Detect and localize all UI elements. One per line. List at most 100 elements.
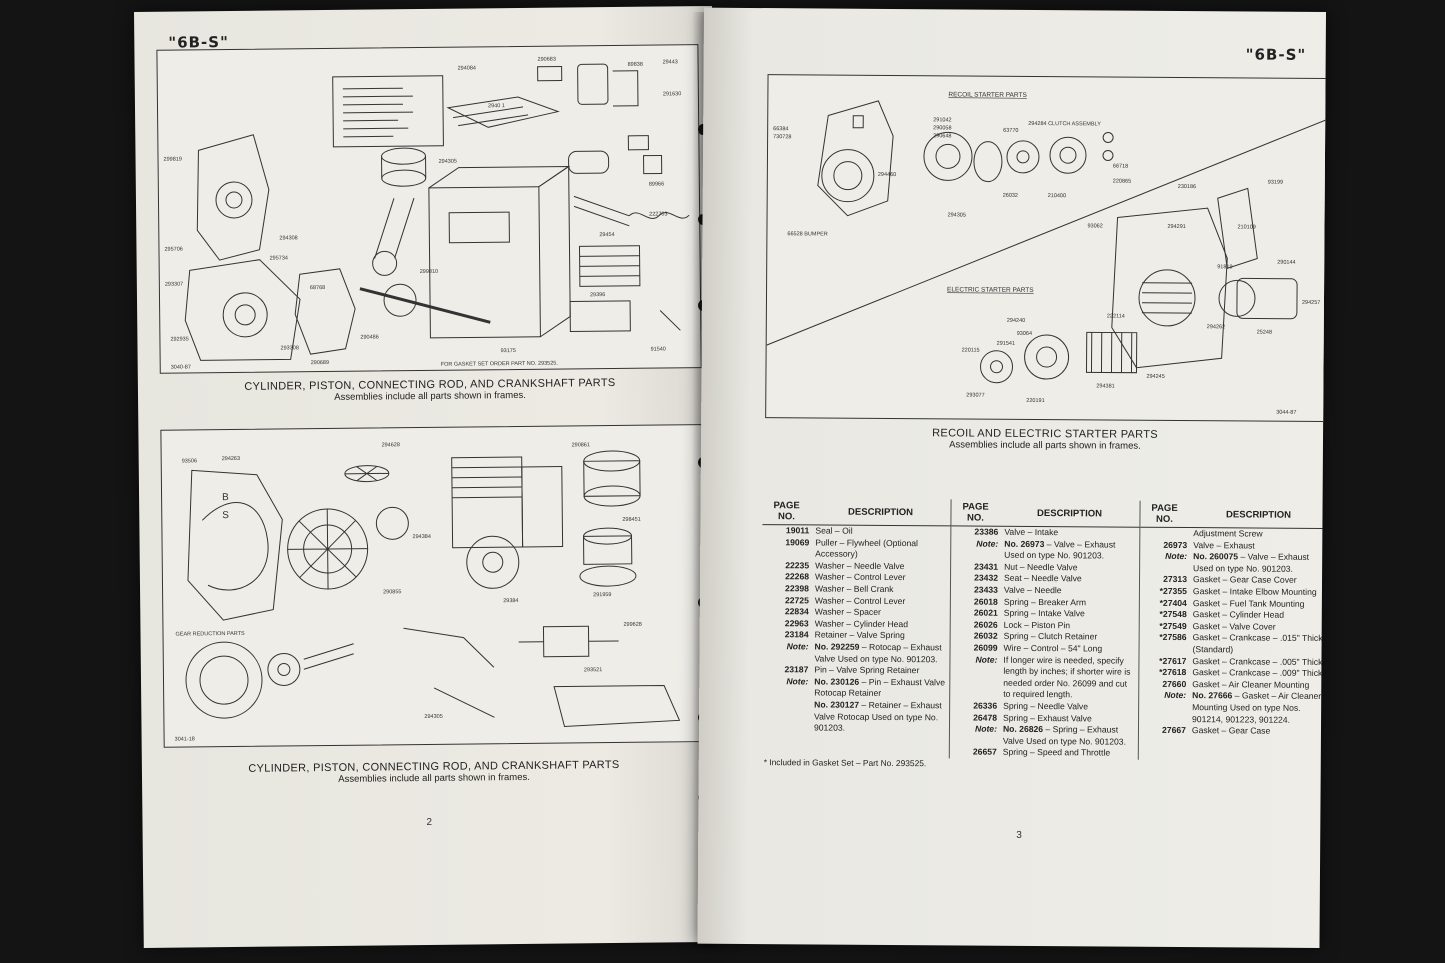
part-number: 26336 [973, 700, 998, 711]
part-reference: No. 26826 [1002, 723, 1046, 735]
svg-text:230186: 230186 [1178, 184, 1196, 190]
table-row: Note:No. 230126 – Pin – Exhaust Valve Ro… [764, 676, 946, 700]
table-row: Note:If longer wire is needed, specify l… [953, 654, 1135, 702]
part-description-text: If longer wire is needed, specify length… [1003, 654, 1131, 700]
figure1-note: FOR GASKET SET ORDER PART NO. 293525. [441, 361, 559, 368]
part-description-text: Nut – Needle Valve [1004, 561, 1078, 573]
svg-text:294308: 294308 [279, 235, 297, 241]
part-description: Gasket – Valve Cover [1193, 621, 1325, 634]
part-number: 27660 [1162, 678, 1187, 689]
part-reference: No. 26973 [1004, 538, 1047, 549]
part-description: No. 230127 – Retainer – Exhaust Valve Ro… [814, 699, 946, 735]
svg-text:210109: 210109 [1237, 224, 1255, 230]
svg-text:299810: 299810 [420, 269, 438, 275]
right-page-header: "6B-S" [1245, 45, 1307, 64]
figure1-caption-block: CYLINDER, PISTON, CONNECTING ROD, AND CR… [160, 376, 700, 405]
part-number: *27617 [1159, 655, 1187, 666]
svg-text:91819: 91819 [1217, 264, 1232, 270]
part-description-text: Spring – Speed and Throttle [1002, 747, 1111, 758]
svg-text:29454: 29454 [599, 232, 614, 238]
part-number: 22398 [785, 583, 809, 594]
part-description: Spring – Intake Valve [1004, 608, 1136, 621]
exploded-diagram-engine-top: 299819 294084 290683 89838 29443 291630 … [164, 57, 690, 371]
part-number: 23184 [784, 629, 809, 640]
part-number: Note: [974, 723, 998, 734]
svg-text:210400: 210400 [1048, 193, 1066, 199]
svg-text:299819: 299819 [164, 157, 182, 163]
part-description-text: Washer – Spacer [814, 606, 881, 618]
part-number: 26032 [973, 630, 998, 642]
exploded-diagram-engine-blower: B S [175, 442, 681, 743]
svg-text:220865: 220865 [1113, 179, 1131, 185]
part-number: 22235 [785, 560, 810, 571]
part-number: 26478 [973, 712, 998, 723]
electric-section-label: ELECTRIC STARTER PARTS [947, 286, 1034, 294]
part-number: 22963 [784, 617, 809, 629]
svg-text:298451: 298451 [622, 517, 640, 523]
part-description: Washer – Spacer [815, 607, 947, 620]
part-description-text: Puller – Flywheel (Optional Accessory) [815, 537, 919, 559]
part-reference: No. 260075 [1193, 551, 1241, 562]
part-description-text: Spring – Breaker Arm [1003, 596, 1087, 607]
svg-text:290144: 290144 [1277, 260, 1295, 266]
svg-text:295706: 295706 [164, 247, 182, 253]
part-number: 26018 [973, 596, 998, 607]
th-page-no-3: PAGE NO. [1139, 500, 1189, 528]
part-description: No. 292259 – Rotocap – Exhaust Valve Use… [814, 641, 946, 665]
part-description: Gasket – Gear Case Cover [1193, 574, 1325, 587]
part-number: 23433 [974, 584, 998, 595]
svg-text:29384: 29384 [503, 598, 518, 604]
part-number: 26026 [973, 619, 998, 630]
part-number: Note: [1165, 551, 1188, 562]
svg-text:89966: 89966 [649, 181, 664, 187]
svg-text:291541: 291541 [997, 341, 1015, 347]
table-row: No. 230127 – Retainer – Exhaust Valve Ro… [764, 699, 946, 735]
part-description: Spring – Breaker Arm [1004, 596, 1136, 609]
svg-text:294384: 294384 [412, 534, 430, 540]
part-description-text: Retainer – Valve Spring [814, 629, 905, 641]
part-number: 22725 [784, 594, 809, 605]
svg-text:290683: 290683 [537, 57, 555, 63]
part-description: Nut – Needle Valve [1004, 562, 1136, 575]
part-number: 19069 [785, 536, 810, 547]
part-description-text: Gasket – Crankcase – .015" Thick (Standa… [1192, 632, 1323, 655]
starter-figure-code: 3044-87 [1276, 410, 1296, 416]
svg-text:293307: 293307 [165, 281, 183, 287]
parts-table: PAGE NO. DESCRIPTION PAGE NO. DESCRIPTIO… [761, 498, 1326, 772]
svg-text:294257: 294257 [1302, 300, 1320, 306]
part-description: Gasket – Air Cleaner Mounting [1192, 679, 1324, 692]
svg-text:66718: 66718 [1113, 164, 1128, 170]
part-description-text: Gasket – Air Cleaner Mounting [1192, 678, 1310, 690]
svg-text:66384: 66384 [773, 126, 788, 132]
svg-text:294305: 294305 [424, 714, 442, 720]
part-number: 19011 [785, 525, 810, 536]
table-row: Note:No. 26973 – Valve – Exhaust Used on… [954, 538, 1136, 562]
svg-text:222703: 222703 [649, 211, 667, 217]
part-description-text: Gasket – Crankcase – .009" Thick [1192, 667, 1323, 679]
svg-text:293077: 293077 [966, 392, 984, 398]
part-number [1143, 528, 1193, 540]
svg-text:294284 CLUTCH ASSEMBLY: 294284 CLUTCH ASSEMBLY [1028, 121, 1101, 128]
figure-cylinder-parts-1: 299819 294084 290683 89838 29443 291630 … [156, 44, 702, 374]
part-number: Note: [976, 538, 999, 549]
part-number: *27404 [1159, 597, 1187, 608]
svg-text:294084: 294084 [458, 65, 476, 71]
part-description-text: Gasket – Fuel Tank Mounting [1192, 597, 1305, 609]
part-number [764, 699, 814, 734]
part-description-text: Wire – Control – 54" Long [1003, 642, 1103, 654]
part-description-text: Lock – Piston Pin [1003, 619, 1071, 630]
part-description: Washer – Cylinder Head [815, 618, 947, 631]
part-number: 23386 [974, 526, 999, 537]
svg-text:292935: 292935 [170, 336, 188, 342]
svg-text:291630: 291630 [663, 91, 681, 97]
part-description: Washer – Control Lever [815, 572, 947, 585]
part-reference: No. 27666 [1192, 690, 1235, 701]
svg-text:290486: 290486 [360, 334, 378, 340]
part-reference: No. 292259 [814, 641, 862, 652]
figure1-code: 3040-87 [171, 364, 191, 370]
svg-text:2940 1: 2940 1 [488, 103, 505, 109]
svg-text:220115: 220115 [962, 347, 980, 353]
part-number: 23432 [974, 572, 999, 584]
